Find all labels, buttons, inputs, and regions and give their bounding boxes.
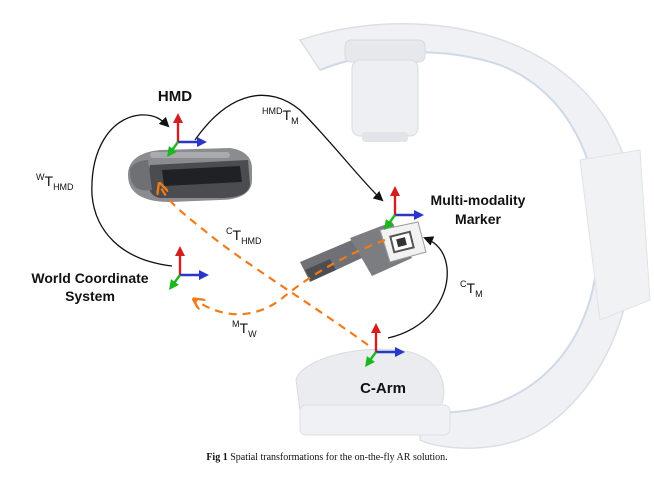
arrow-m-w-dashed bbox=[195, 238, 386, 316]
arrow-c-m bbox=[387, 236, 448, 339]
marker-label-line1: Multi-modality bbox=[431, 192, 526, 208]
hmd-label: HMD bbox=[158, 88, 192, 105]
arrow-w-hmd bbox=[91, 114, 173, 267]
transform-m-w: MTW bbox=[232, 319, 257, 339]
marker-label-line2: Marker bbox=[455, 211, 501, 227]
transform-w-hmd: WTHMD bbox=[36, 172, 74, 192]
c-arm-coordinate-frame bbox=[365, 323, 405, 368]
transform-hmd-m: HMDTM bbox=[262, 106, 299, 126]
world-label-line1: World Coordinate bbox=[31, 270, 148, 286]
world-coordinate-frame bbox=[169, 246, 209, 291]
hmd-headset-image bbox=[128, 148, 252, 202]
figure-caption: Fig 1 Spatial transformations for the on… bbox=[0, 452, 654, 463]
c-arm-image bbox=[295, 22, 651, 449]
world-label-line2: System bbox=[65, 288, 115, 304]
marker-coordinate-frame bbox=[384, 186, 424, 231]
marker-device-image bbox=[300, 221, 427, 282]
transform-c-m: CTM bbox=[460, 279, 483, 299]
caption-prefix: Fig 1 bbox=[206, 452, 228, 463]
c-arm-label: C-Arm bbox=[360, 380, 406, 397]
transform-c-hmd: CTHMD bbox=[226, 226, 262, 246]
arrow-hmd-m bbox=[194, 94, 384, 202]
caption-text: Spatial transformations for the on-the-f… bbox=[227, 452, 448, 463]
hmd-coordinate-frame bbox=[167, 113, 207, 158]
arrow-c-hmd-dashed bbox=[160, 185, 369, 346]
